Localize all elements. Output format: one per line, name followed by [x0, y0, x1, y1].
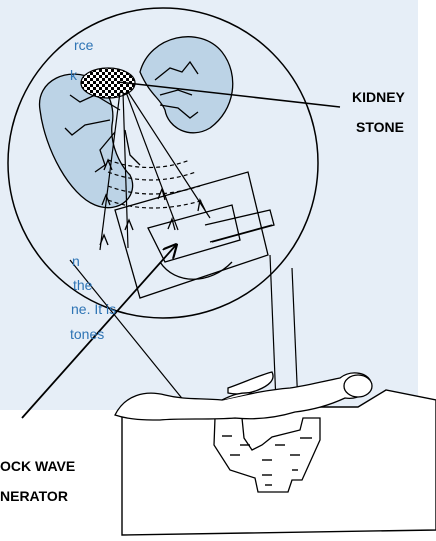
text-fragment-4: the — [73, 277, 92, 293]
generator-housing — [115, 172, 274, 298]
text-fragment-5: ne. It is — [71, 301, 116, 317]
text-fragment-3: n — [72, 253, 80, 269]
kidney-upper — [140, 37, 233, 133]
text-fragment-2: k — [70, 67, 77, 83]
text-fragment-6: tones — [70, 326, 104, 342]
kidney-stone-label-line1: KIDNEY — [352, 88, 405, 106]
text-fragment-1: rce — [74, 37, 93, 53]
shock-wave-label-line1: OCK WAVE — [0, 457, 75, 475]
kidney-stone-label-line2: STONE — [356, 118, 404, 136]
shock-wave-label-line2: NERATOR — [0, 487, 68, 505]
